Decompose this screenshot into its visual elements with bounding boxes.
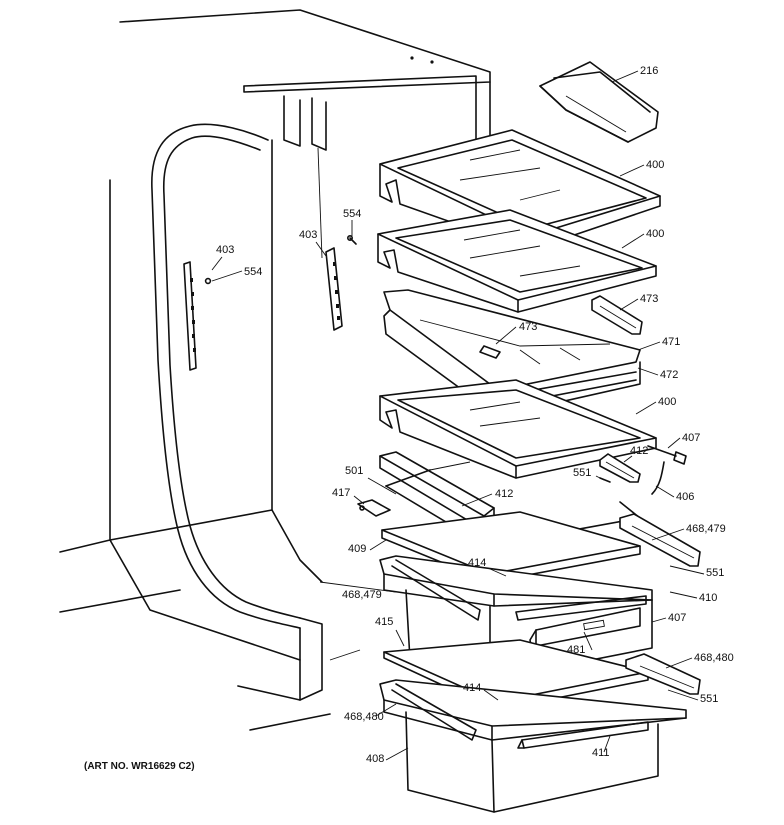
callout-c551b: 551 bbox=[706, 567, 724, 579]
glass-shelf-400-third bbox=[379, 379, 657, 479]
callout-c410: 410 bbox=[699, 592, 717, 604]
callout-c551a: 551 bbox=[573, 467, 591, 479]
callout-c414a: 414 bbox=[468, 557, 486, 569]
glass-shelf-400-second bbox=[377, 209, 657, 313]
part-callouts: 216 400 400 554 403 403 554 473 473 471 472 400 407 4… bbox=[216, 65, 734, 765]
shelf-ladder-rail-right bbox=[325, 235, 357, 331]
art-number: (ART NO. WR16629 C2) bbox=[84, 761, 195, 772]
rod-407 bbox=[647, 445, 687, 465]
callout-c501: 501 bbox=[345, 465, 363, 477]
callout-c415: 415 bbox=[375, 616, 393, 628]
callout-c554a: 554 bbox=[343, 208, 361, 220]
callout-c473a: 473 bbox=[640, 293, 658, 305]
callout-c472: 472 bbox=[660, 369, 678, 381]
callout-c468479b: 468,479 bbox=[342, 589, 382, 601]
callout-c400a: 400 bbox=[646, 159, 664, 171]
callout-c411: 411 bbox=[592, 747, 610, 759]
slide-rail-473 bbox=[591, 295, 643, 335]
leader-lines bbox=[211, 70, 705, 761]
callout-c400b: 400 bbox=[646, 228, 664, 240]
callout-c481: 481 bbox=[567, 644, 585, 656]
rod-406 bbox=[651, 461, 665, 495]
callout-c471: 471 bbox=[662, 336, 680, 348]
shelf-support-412 bbox=[599, 453, 641, 483]
callout-c407a: 407 bbox=[682, 432, 700, 444]
cabinet bbox=[59, 9, 491, 731]
callout-c554b: 554 bbox=[244, 266, 262, 278]
callout-c468480b: 468,480 bbox=[344, 711, 384, 723]
callout-c407b: 407 bbox=[668, 612, 686, 624]
callout-c414b: 414 bbox=[463, 682, 481, 694]
callout-c406: 406 bbox=[676, 491, 694, 503]
callout-c417: 417 bbox=[332, 487, 350, 499]
callout-c551c: 551 bbox=[700, 693, 718, 705]
callout-c403b: 403 bbox=[216, 244, 234, 256]
callout-c216: 216 bbox=[640, 65, 658, 77]
callout-c412b: 412 bbox=[495, 488, 513, 500]
door-bin-216 bbox=[539, 61, 659, 143]
callout-c403a: 403 bbox=[299, 229, 317, 241]
slide-rail-468-479-upper bbox=[619, 513, 701, 567]
bracket-417 bbox=[357, 499, 391, 517]
slide-rail-468-480-lower bbox=[625, 653, 701, 695]
shelf-ladder-rail-left bbox=[183, 261, 212, 371]
callout-c473b: 473 bbox=[519, 321, 537, 333]
callout-c468479a: 468,479 bbox=[686, 523, 726, 535]
callout-c468480a: 468,480 bbox=[694, 652, 734, 664]
vegetable-drawer-408 bbox=[379, 679, 687, 813]
callout-c400c: 400 bbox=[658, 396, 676, 408]
callout-c409: 409 bbox=[348, 543, 366, 555]
callout-c412a: 412 bbox=[630, 445, 648, 457]
callout-c408: 408 bbox=[366, 753, 384, 765]
